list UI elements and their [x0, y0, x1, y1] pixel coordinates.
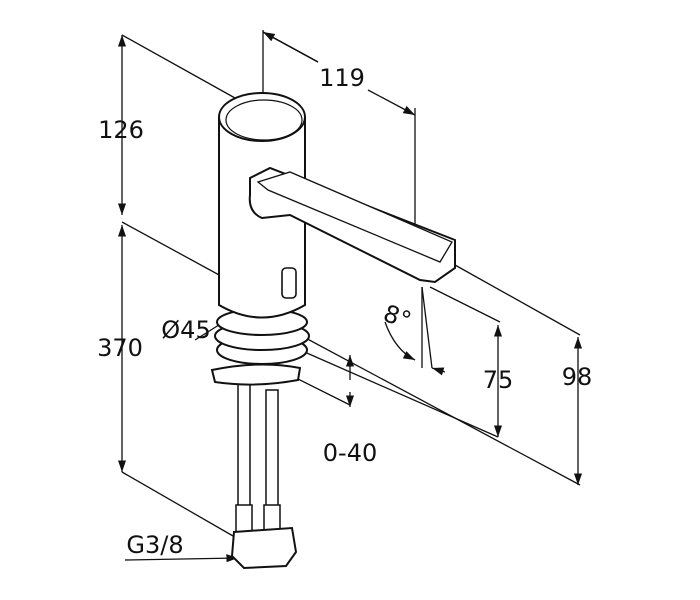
label-75: 75 [483, 366, 514, 394]
dimension-lines [117, 30, 583, 563]
spout [248, 166, 456, 284]
label-370: 370 [97, 334, 143, 362]
label-119: 119 [319, 64, 365, 92]
label-diameter: Ø45 [161, 316, 210, 344]
dimension-labels: 119 126 370 Ø45 8° 75 98 0-40 G3/8 [97, 64, 592, 559]
supply-pipes [230, 374, 298, 570]
label-0-40: 0-40 [323, 439, 377, 467]
mounting-hardware [210, 308, 310, 386]
label-98: 98 [562, 363, 593, 391]
label-126: 126 [98, 116, 144, 144]
label-g3-8: G3/8 [126, 531, 183, 559]
label-angle: 8° [380, 299, 415, 335]
sensor-window [281, 267, 297, 299]
